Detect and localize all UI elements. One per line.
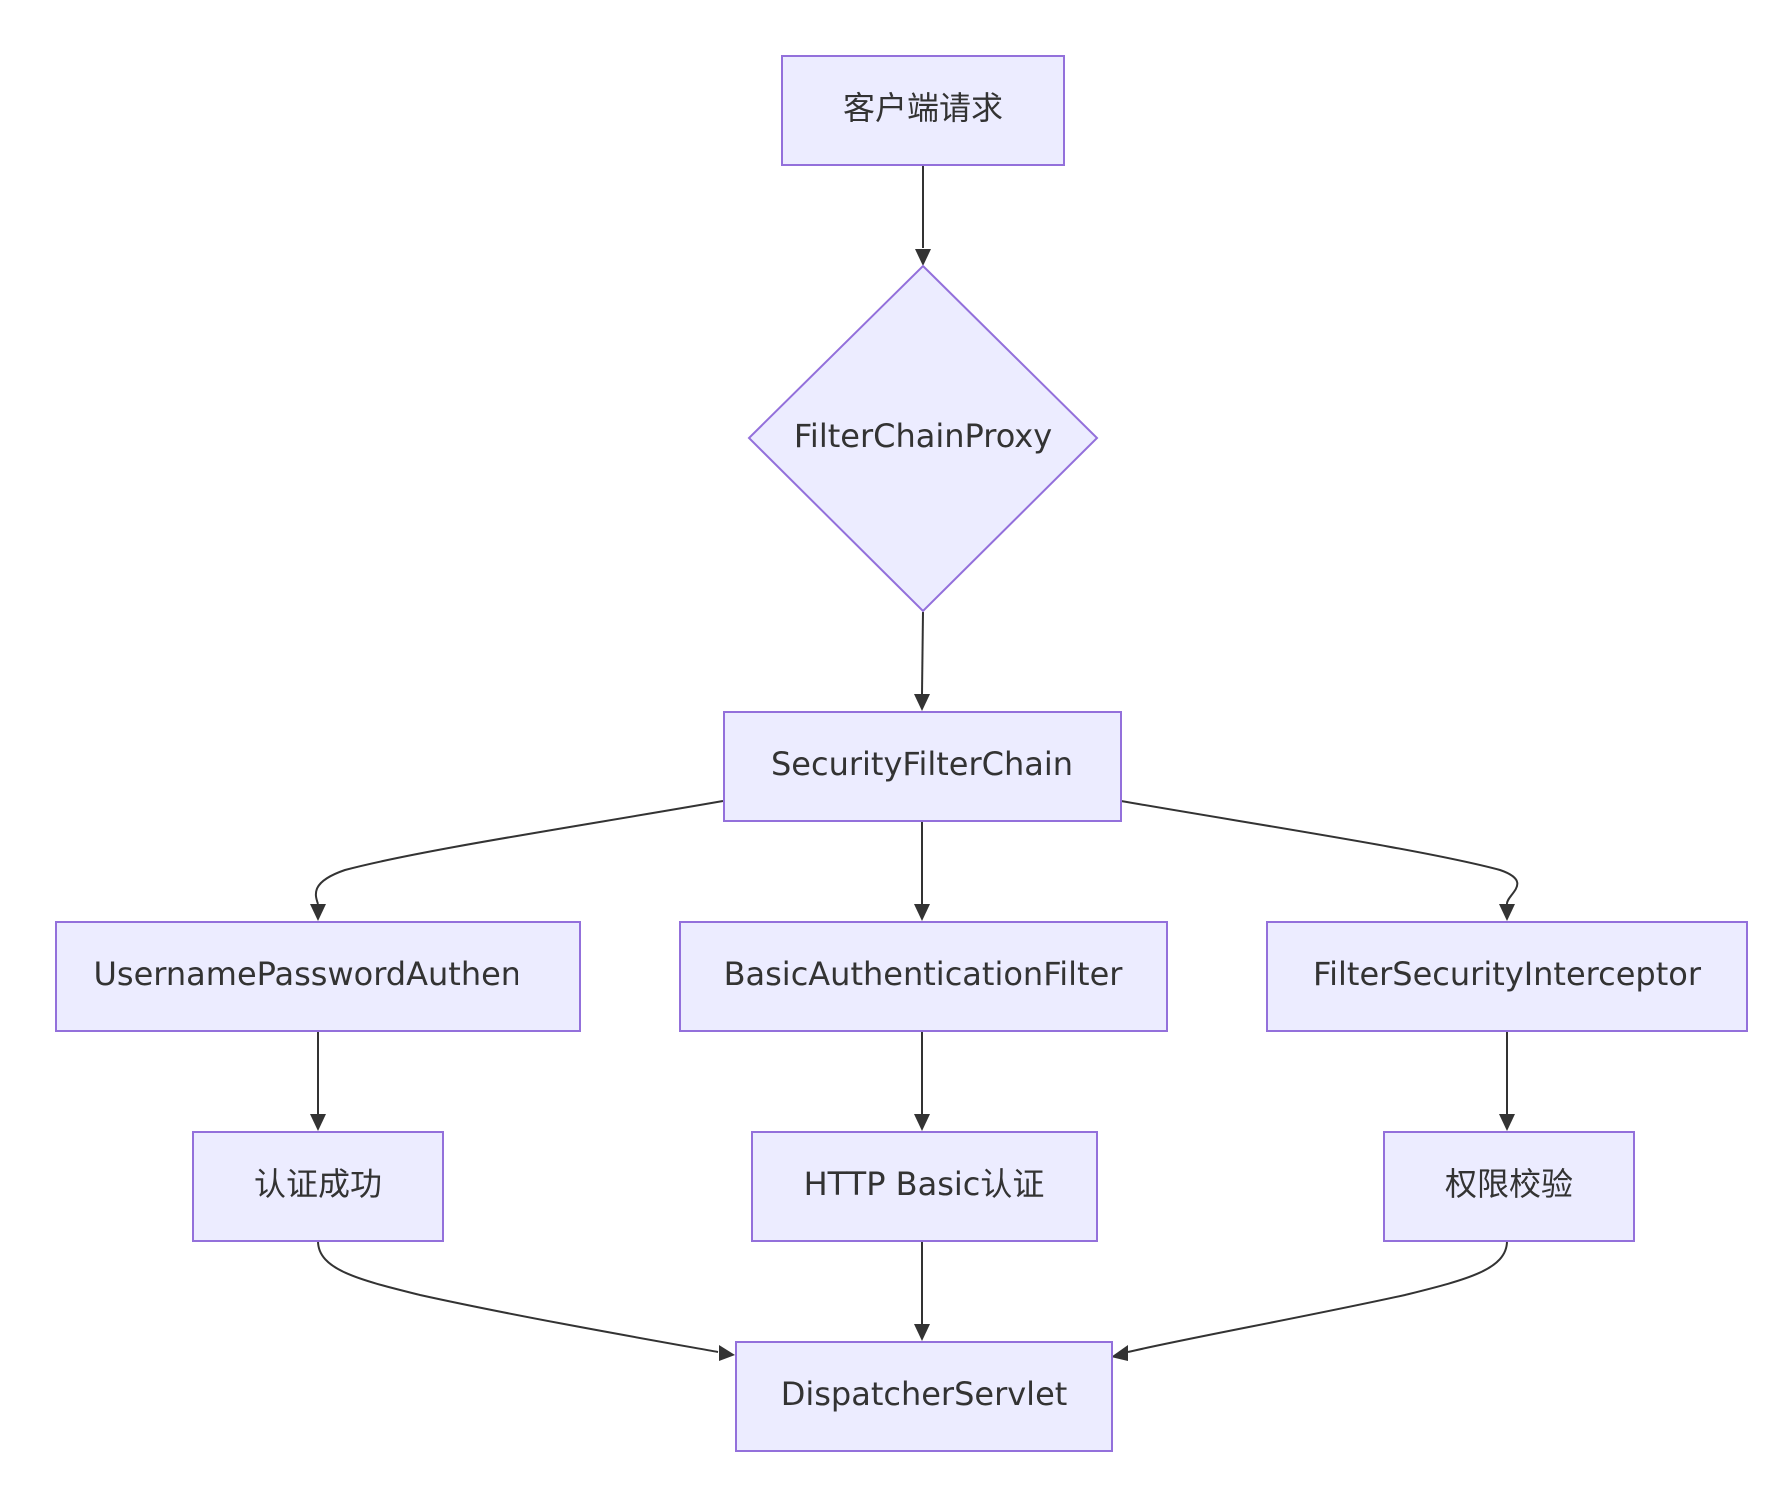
node-basic-auth-filter: BasicAuthenticationFilter (679, 921, 1168, 1032)
node-permission-check: 权限校验 (1383, 1131, 1635, 1242)
node-basic-auth-filter-label: BasicAuthenticationFilter (724, 955, 1124, 993)
node-filter-chain-proxy: FilterChainProxy (747, 264, 1099, 613)
node-filter-security-interceptor: FilterSecurityInterceptor (1266, 921, 1748, 1032)
node-security-filter-chain: SecurityFilterChain (723, 711, 1122, 822)
arrowhead (1499, 1114, 1515, 1131)
edge-proxy-to-securitychain (914, 611, 930, 711)
arrowhead (1499, 904, 1515, 921)
arrowhead (914, 1324, 930, 1341)
arrowhead (310, 1114, 326, 1131)
node-dispatcher-servlet: DispatcherServlet (735, 1341, 1113, 1452)
arrowhead (915, 249, 931, 266)
arrowhead (914, 904, 930, 921)
node-auth-success: 认证成功 (192, 1131, 444, 1242)
edge-securitychain-to-fsi (1120, 800, 1519, 921)
node-username-password-auth-filter-label: UsernamePasswordAuthenti (94, 955, 543, 993)
edge-authsuccess-to-dispatcher (317, 1240, 735, 1361)
edge-securitychain-to-basicfilter (914, 821, 930, 921)
node-filter-chain-proxy-label: FilterChainProxy (794, 417, 1052, 455)
node-filter-security-interceptor-label: FilterSecurityInterceptor (1313, 955, 1702, 993)
arrowhead (914, 1114, 930, 1131)
arrowhead (1111, 1345, 1128, 1361)
node-http-basic-auth: HTTP Basic认证 (751, 1131, 1098, 1242)
node-dispatcher-servlet-label: DispatcherServlet (781, 1375, 1068, 1413)
edge-fsi-to-permission (1499, 1031, 1515, 1131)
arrowhead (719, 1345, 735, 1361)
node-security-filter-chain-label: SecurityFilterChain (771, 745, 1073, 783)
node-client-request: 客户端请求 (781, 55, 1065, 166)
arrowhead (914, 694, 930, 711)
node-permission-check-label: 权限校验 (1445, 1165, 1573, 1203)
node-username-password-auth-filter: UsernamePasswordAuthenti (55, 921, 581, 1032)
edge-permission-to-dispatcher (1111, 1240, 1508, 1361)
edge-client-to-proxy (915, 165, 931, 266)
node-auth-success-label: 认证成功 (254, 1165, 382, 1203)
edge-securitychain-to-upaf (310, 800, 724, 921)
arrowhead (310, 904, 326, 921)
node-http-basic-auth-label: HTTP Basic认证 (804, 1165, 1045, 1203)
node-client-request-label: 客户端请求 (843, 89, 1003, 127)
edge-httpbasic-to-dispatcher (914, 1241, 930, 1341)
edge-upaf-to-authsuccess (310, 1031, 326, 1131)
edge-basicfilter-to-httpbasic (914, 1031, 930, 1131)
